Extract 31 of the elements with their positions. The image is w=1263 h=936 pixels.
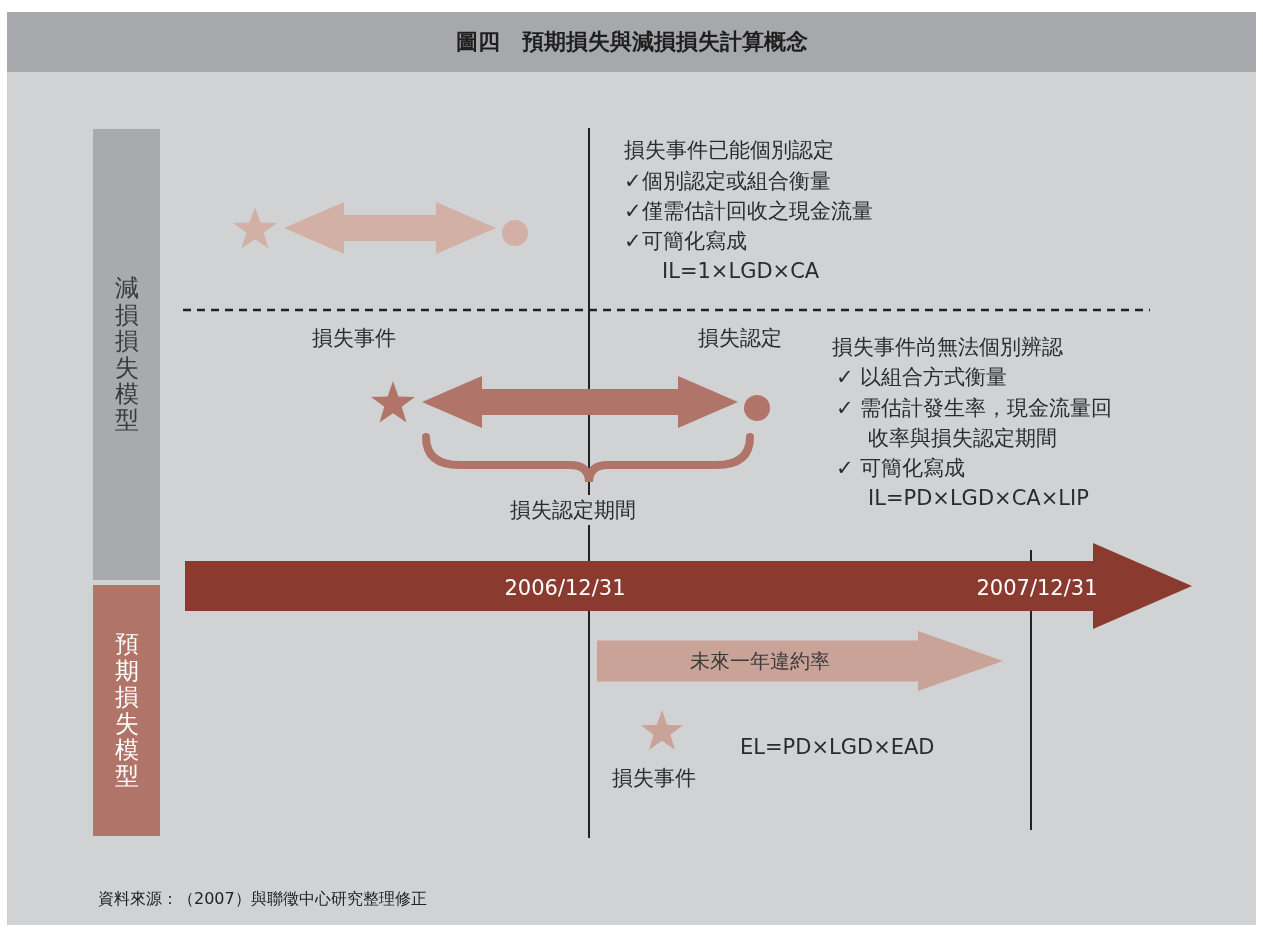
text-label: 損失事件尚無法個別辨認 (832, 334, 1063, 361)
date-label: 2006/12/31 (504, 576, 626, 600)
text-label: EL=PD×LGD×EAD (740, 734, 935, 761)
star-shape (232, 205, 278, 251)
band-title: 減損損失模型 (114, 275, 139, 434)
double-arrow (284, 202, 496, 254)
text-label: ✓ 可簡化寫成 (836, 455, 967, 482)
circle-dot (502, 220, 528, 246)
text-label: ✓個別認定或組合衡量 (624, 168, 831, 195)
star-shape (640, 708, 684, 752)
arrow-label: 未來一年違約率 (690, 647, 830, 675)
date-label: 2007/12/31 (976, 576, 1098, 600)
text-label: ✓可簡化寫成 (624, 228, 747, 255)
star-shape (370, 379, 416, 425)
text-label: 損失認定期間 (508, 495, 638, 525)
source-note: 資料來源：（2007）與聯徵中心研究整理修正 (98, 889, 427, 910)
band-title: 預期損失模型 (114, 631, 139, 790)
double-arrow (422, 376, 738, 428)
node-caption: 損失事件 (612, 765, 696, 792)
side-band (93, 585, 160, 836)
text-label: ✓ 需估計發生率，現金流量回收率與損失認定期間 (836, 395, 1114, 452)
text-label: 損失事件已能個別認定 (624, 137, 834, 164)
text-label: IL=1×LGD×CA (662, 258, 820, 285)
title-bar: 圖四 預期損失與減損損失計算概念 (7, 12, 1256, 72)
node-caption: 損失事件 (312, 325, 396, 352)
text-label: IL=PD×LGD×CA×LIP (868, 485, 1089, 512)
circle-dot (744, 395, 770, 421)
side-band (93, 129, 160, 580)
text-label: ✓僅需估計回收之現金流量 (624, 198, 873, 225)
text-label: ✓ 以組合方式衡量 (836, 364, 1009, 391)
node-caption: 損失認定 (698, 325, 782, 352)
